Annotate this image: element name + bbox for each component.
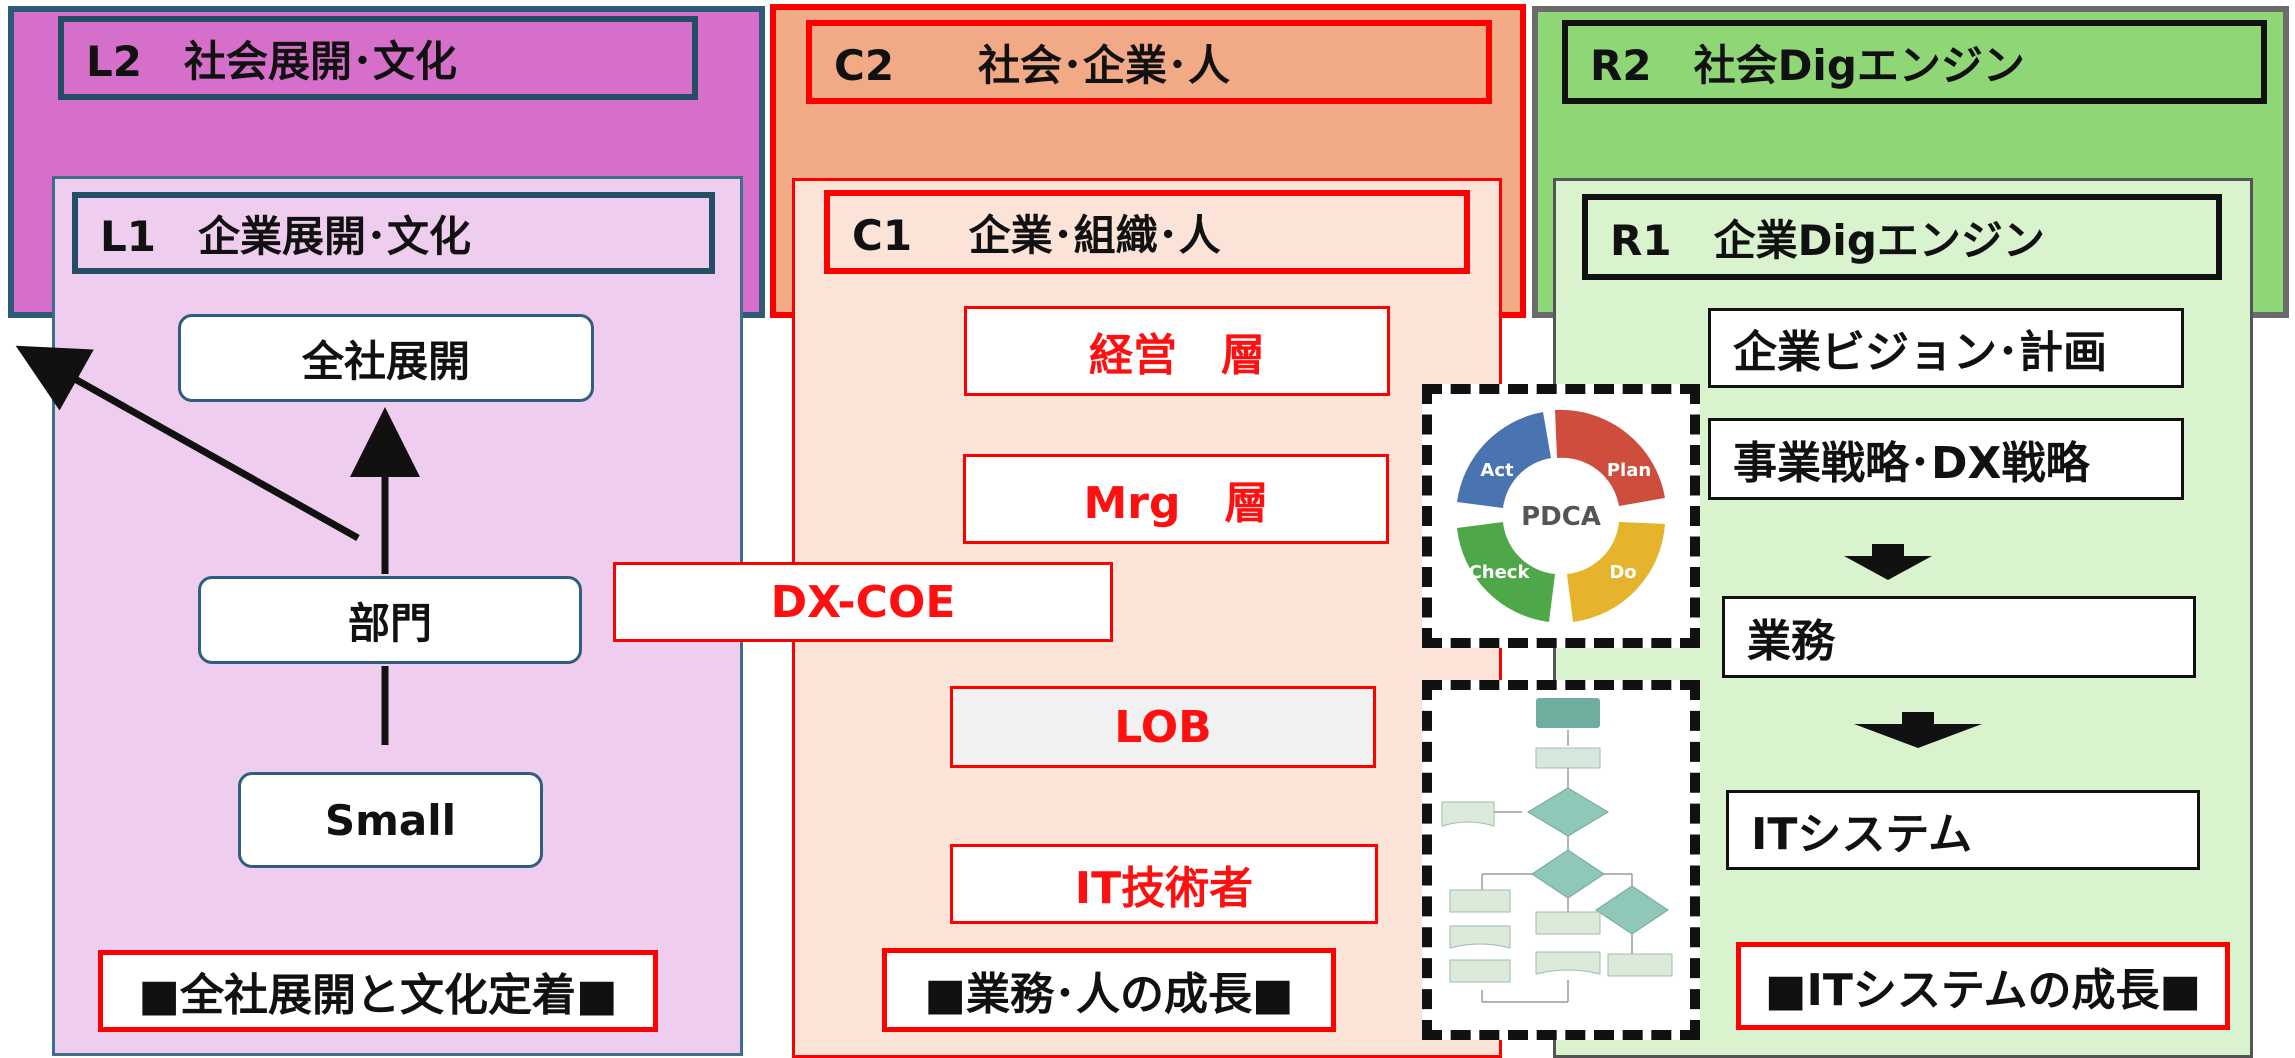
pdca-check-label: Check: [1469, 562, 1531, 583]
small-box: Small: [238, 772, 543, 868]
arrow-down-icon: [1854, 712, 1982, 748]
it-system-box: ITシステム: [1726, 790, 2200, 870]
r2-title: R2 社会Digエンジン: [1562, 20, 2267, 104]
left-footer-label: ■全社展開と文化定着■: [98, 950, 658, 1032]
lob-box: LOB: [950, 686, 1376, 768]
dx-coe-box: DX-COE: [613, 562, 1113, 642]
companywide-rollout-box: 全社展開: [178, 314, 594, 402]
department-box: 部門: [198, 576, 582, 664]
r1-title: R1 企業Digエンジン: [1582, 194, 2222, 280]
management-layer-box: 経営 層: [964, 306, 1390, 396]
c1-title: C1 企業･組織･人: [824, 190, 1470, 274]
flowchart-icon: [1422, 680, 1700, 1040]
arrow-down-icon: [1844, 544, 1932, 580]
c2-title: C2 社会･企業･人: [806, 20, 1492, 104]
vision-plan-box: 企業ビジョン･計画: [1708, 308, 2184, 388]
l1-title: L1 企業展開･文化: [72, 192, 715, 274]
pdca-act-label: Act: [1480, 460, 1514, 481]
pdca-do-label: Do: [1609, 562, 1636, 583]
manager-layer-box: Mrg 層: [963, 454, 1389, 544]
l2-title: L2 社会展開･文化: [58, 16, 698, 100]
center-footer-label: ■業務･人の成長■: [882, 948, 1336, 1032]
arrow-diagonal-icon: [15, 345, 360, 542]
business-box: 業務: [1722, 596, 2196, 678]
it-engineer-box: IT技術者: [950, 844, 1378, 924]
pdca-cycle-icon: PDCA Plan Do Check Act: [1422, 384, 1700, 648]
pdca-center-label: PDCA: [1521, 502, 1601, 532]
strategy-box: 事業戦略･DX戦略: [1708, 418, 2184, 500]
right-footer-label: ■ITシステムの成長■: [1736, 942, 2230, 1030]
pdca-plan-label: Plan: [1607, 460, 1651, 481]
